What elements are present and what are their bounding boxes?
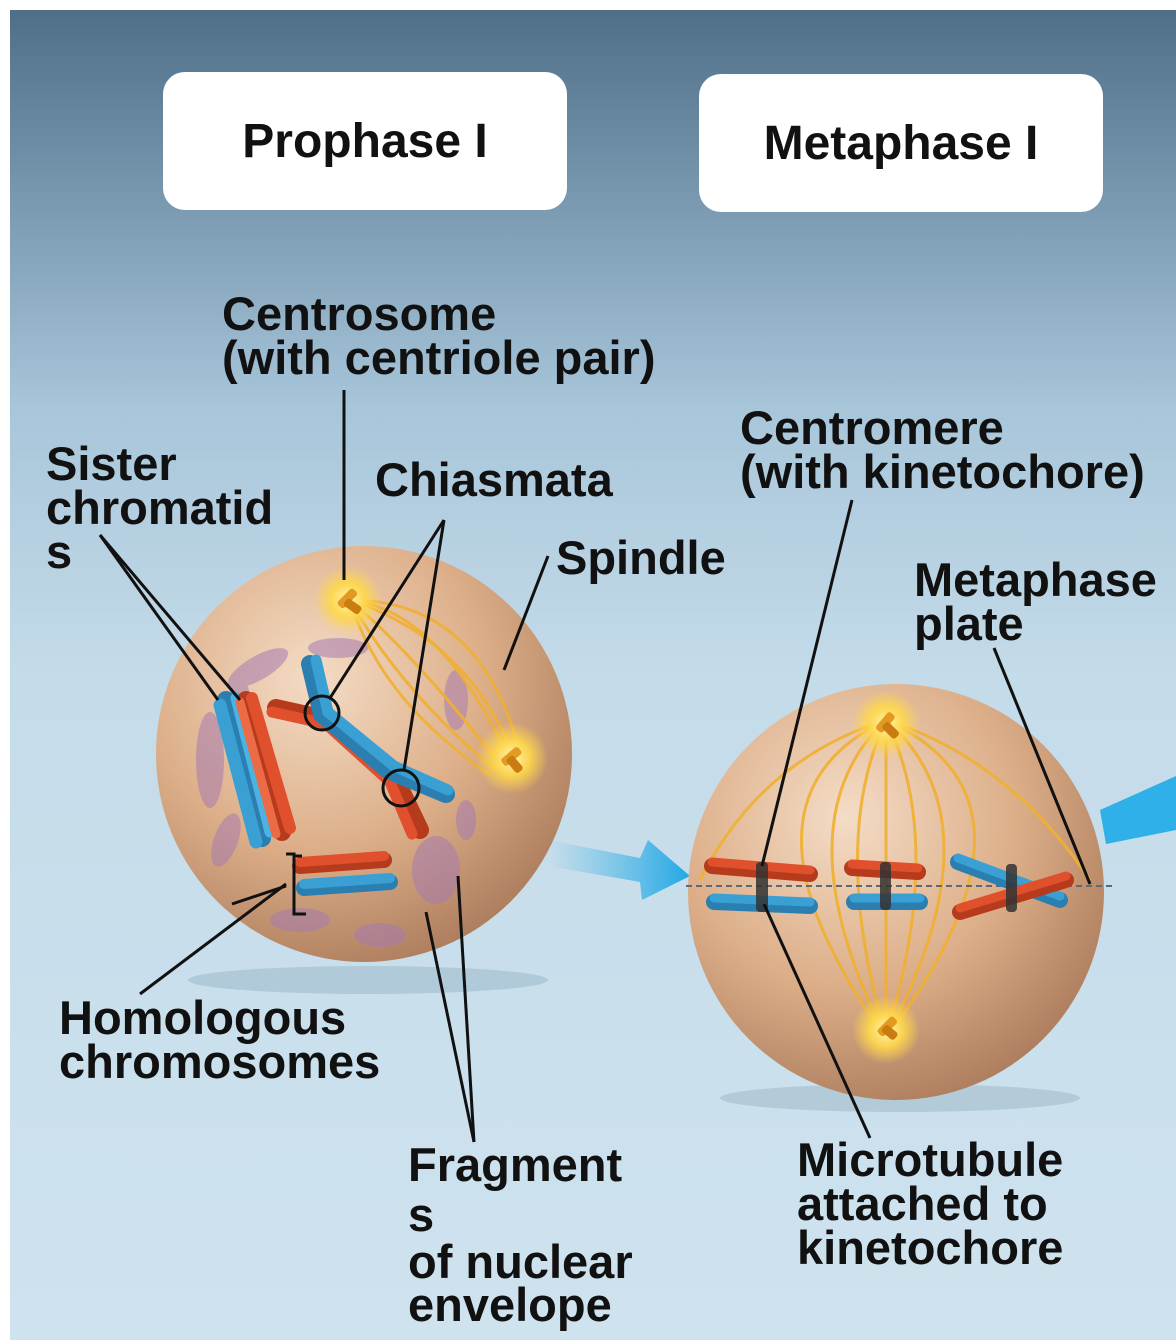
- label-chiasmata: Chiasmata: [375, 458, 613, 502]
- label-chiasmata-text: Chiasmata: [375, 458, 613, 502]
- label-centrosome: Centrosome (with centriole pair): [222, 292, 656, 380]
- label-centromere-line2: (with kinetochore): [740, 450, 1145, 494]
- arrow-metaphase-out: [1100, 776, 1176, 844]
- label-metaphase-plate: Metaphase plate: [914, 558, 1157, 646]
- stage-title-prophase: Prophase I: [163, 72, 567, 210]
- label-fragments-line1: Fragment: [408, 1140, 633, 1190]
- label-metaphase-plate-line1: Metaphase: [914, 558, 1157, 602]
- stage-title-prophase-text: Prophase I: [242, 114, 487, 169]
- label-homologous-line2: chromosomes: [59, 1040, 380, 1084]
- label-fragments-line2: s: [408, 1190, 633, 1240]
- label-centromere-line1: Centromere: [740, 406, 1145, 450]
- label-microtubule: Microtubule attached to kinetochore: [797, 1138, 1063, 1270]
- label-spindle-text: Spindle: [556, 536, 726, 580]
- metaphase-centrosome-bottom: [852, 996, 920, 1064]
- label-fragments-line4: envelope: [408, 1284, 633, 1326]
- label-fragments: Fragment s of nuclear envelope: [408, 1140, 633, 1326]
- label-metaphase-plate-line2: plate: [914, 602, 1157, 646]
- label-microtubule-line2: attached to: [797, 1182, 1063, 1226]
- centrosome-top: [314, 566, 382, 634]
- arrow-prophase-to-metaphase: [548, 840, 690, 900]
- metaphase-centrosome-top: [852, 690, 920, 758]
- label-sister-chromatids: Sister chromatid s: [46, 442, 273, 574]
- label-homologous-line1: Homologous: [59, 996, 380, 1040]
- metaphase-cell: [686, 684, 1112, 1112]
- label-microtubule-line3: kinetochore: [797, 1226, 1063, 1270]
- label-sister-chromatids-line3: s: [46, 530, 273, 574]
- centrosome-right: [476, 722, 548, 794]
- prophase-cell: [156, 546, 572, 994]
- stage-title-metaphase: Metaphase I: [699, 74, 1103, 212]
- label-centrosome-line1: Centrosome: [222, 292, 656, 336]
- label-sister-chromatids-line1: Sister: [46, 442, 273, 486]
- label-spindle: Spindle: [556, 536, 726, 580]
- label-microtubule-line1: Microtubule: [797, 1138, 1063, 1182]
- label-sister-chromatids-line2: chromatid: [46, 486, 273, 530]
- label-centromere: Centromere (with kinetochore): [740, 406, 1145, 494]
- stage-title-metaphase-text: Metaphase I: [764, 116, 1039, 171]
- label-homologous-chromosomes: Homologous chromosomes: [59, 996, 380, 1084]
- label-centrosome-line2: (with centriole pair): [222, 336, 656, 380]
